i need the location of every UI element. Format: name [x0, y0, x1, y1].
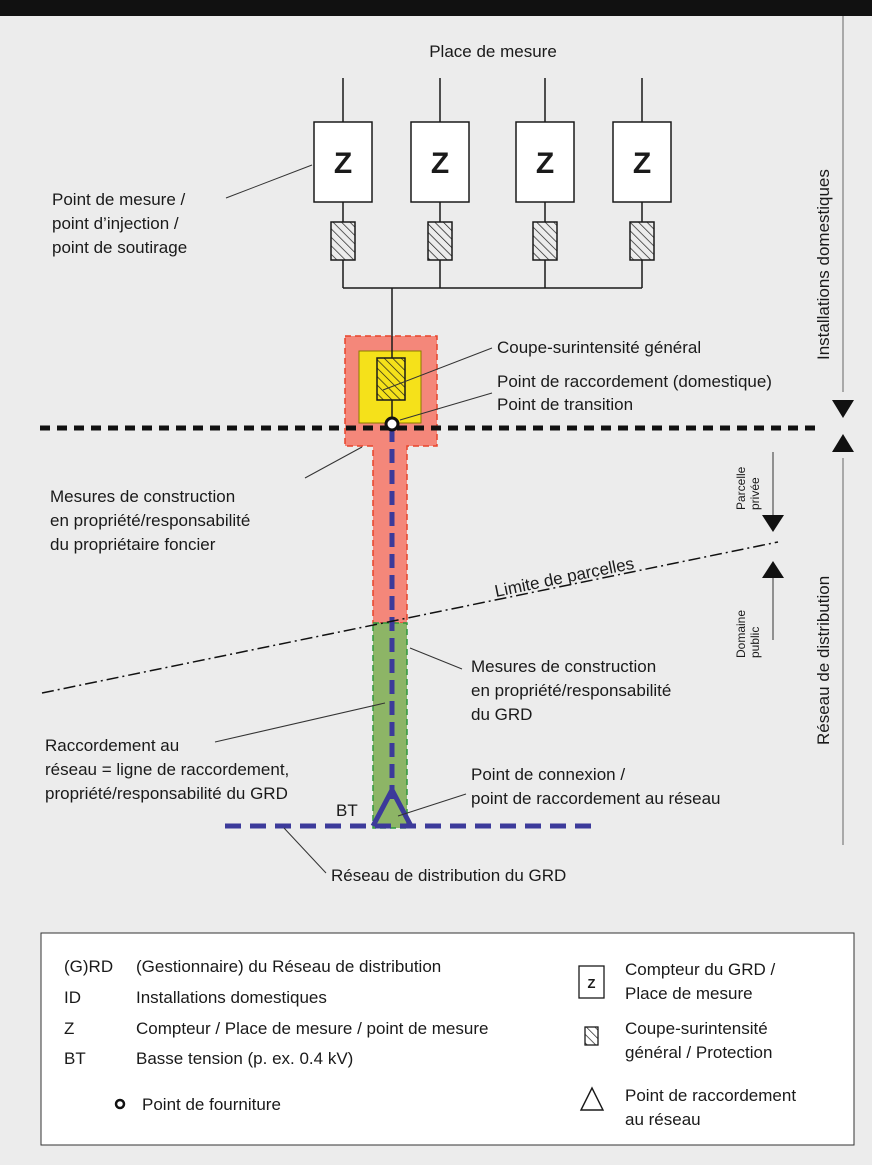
delivery-point-icon — [384, 416, 400, 432]
meter-4: Z — [612, 78, 672, 288]
meter-box — [313, 121, 373, 203]
top-bar — [0, 0, 872, 16]
fuse-icon — [629, 221, 655, 261]
legend-symbol-triangle: Point de raccordement au réseau — [625, 1086, 801, 1129]
meter-symbol: Z — [633, 147, 651, 180]
legend-abbr: (G)RD — [64, 957, 113, 976]
parcel-boundary-line — [41, 541, 779, 694]
triangle-icon — [579, 1086, 605, 1111]
delivery-point-icon — [114, 1098, 126, 1110]
legend-symbol-meter: Compteur du GRD / Place de mesure — [625, 960, 780, 1003]
leader-reseau-grd — [283, 827, 327, 874]
legend-desc: Basse tension (p. ex. 0.4 kV) — [136, 1049, 353, 1068]
arrow-up-icon — [762, 561, 784, 578]
label-installations-domestiques: Installations domestiques — [814, 169, 833, 360]
label-point-de-mesure: Point de mesure / point d’injection / po… — [52, 190, 190, 257]
legend-desc: Installations domestiques — [136, 988, 327, 1007]
fuse-icon — [330, 221, 356, 261]
leader-point-de-mesure — [225, 164, 313, 199]
meter-3: Z — [515, 78, 575, 288]
legend-abbr: Z — [64, 1019, 74, 1038]
legend-point-fourniture: Point de fourniture — [142, 1095, 281, 1114]
fuse-icon — [584, 1026, 599, 1046]
leader-connexion — [397, 793, 467, 817]
legend-abbr: BT — [64, 1049, 86, 1068]
legend-symbol-fuse: Coupe-surintensité général / Protection — [625, 1019, 772, 1062]
leader-raccordement — [214, 702, 386, 743]
label-point-raccordement-domestique: Point de raccordement (domestique) — [497, 372, 772, 391]
fuse-icon — [532, 221, 558, 261]
label-domaine-public: Domaine public — [734, 607, 762, 658]
legend: (G)RD (Gestionnaire) du Réseau de distri… — [40, 932, 855, 1146]
label-limite-parcelles: Limite de parcelles — [493, 554, 636, 601]
label-place-de-mesure: Place de mesure — [429, 42, 557, 61]
label-point-transition: Point de transition — [497, 395, 633, 414]
leader-proprietaire — [304, 446, 363, 479]
leader-coupe — [382, 347, 493, 391]
label-raccordement-reseau: Raccordement au réseau = ligne de raccor… — [45, 736, 294, 803]
legend-box — [40, 932, 855, 1146]
meter-1: Z — [313, 78, 373, 288]
fuse-icon — [427, 221, 453, 261]
label-point-connexion: Point de connexion / point de raccordeme… — [471, 765, 721, 808]
meter-box — [410, 121, 470, 203]
label-coupe-surintensite: Coupe-surintensité général — [497, 338, 701, 357]
meter-box — [612, 121, 672, 203]
meter-icon — [578, 965, 605, 999]
meter-2: Z — [410, 78, 470, 288]
label-bt: BT — [336, 801, 358, 820]
label-reseau-distribution-grd: Réseau de distribution du GRD — [331, 866, 566, 885]
meter-group: Z Z Z Z — [313, 78, 672, 336]
arrow-down-icon — [832, 400, 854, 418]
meter-symbol: Z — [431, 147, 449, 180]
legend-desc: Compteur / Place de mesure / point de me… — [136, 1019, 488, 1038]
label-mesures-grd: Mesures de construction en propriété/res… — [471, 657, 676, 724]
arrow-up-icon — [832, 434, 854, 452]
meter-icon-glyph: Z — [588, 976, 596, 991]
legend-abbr: ID — [64, 988, 81, 1007]
meter-symbol: Z — [536, 147, 554, 180]
main-fuse-icon — [376, 357, 406, 401]
meter-symbol: Z — [334, 147, 352, 180]
leader-transition — [399, 392, 493, 421]
arrow-down-icon — [762, 515, 784, 532]
label-mesures-proprietaire: Mesures de construction en propriété/res… — [50, 487, 255, 554]
leader-grd — [409, 647, 463, 670]
label-parcelle-privee: Parcelle privée — [734, 463, 762, 510]
legend-desc: (Gestionnaire) du Réseau de distribution — [136, 957, 441, 976]
label-reseau-distribution: Réseau de distribution — [814, 576, 833, 745]
